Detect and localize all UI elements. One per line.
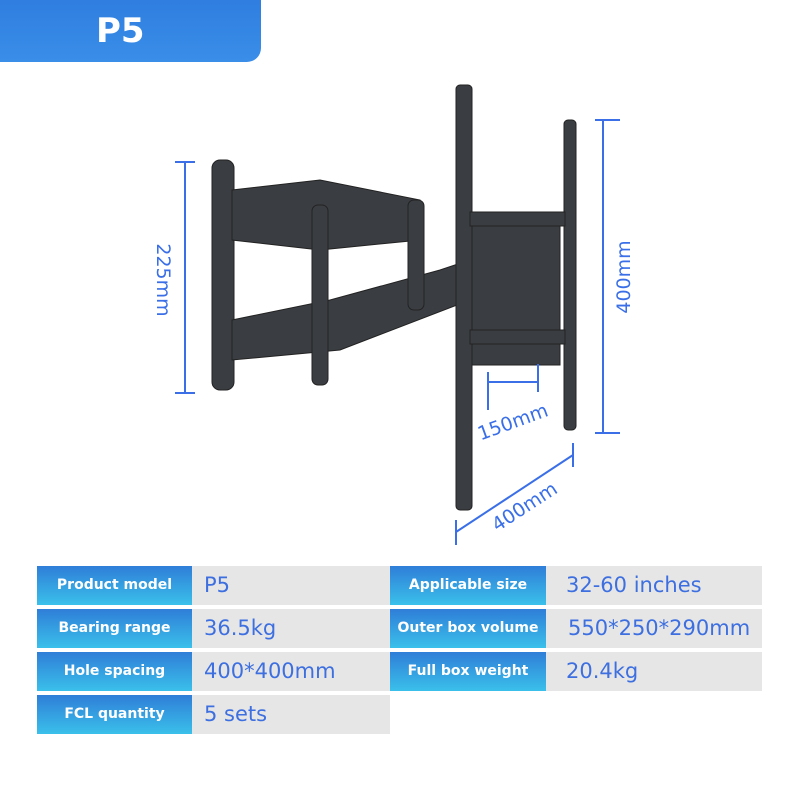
- arm-joint: [407, 199, 425, 311]
- horizontal-bar: [469, 211, 566, 227]
- spec-value: P5: [192, 566, 390, 605]
- plate-height-label: 400mm: [613, 240, 635, 313]
- spec-value: 550*250*290mm: [546, 609, 762, 648]
- spec-value: 32-60 inches: [546, 566, 762, 605]
- vertical-rail-right: [563, 119, 577, 431]
- tv-mount-illustration: 225mm 400mm 150mm 400mm: [152, 84, 635, 545]
- spec-value: 400*400mm: [192, 652, 390, 691]
- spec-value: 36.5kg: [192, 609, 390, 648]
- vertical-rail-left: [455, 84, 473, 511]
- inner-width-label: 150mm: [475, 399, 551, 445]
- horizontal-bar: [469, 329, 566, 345]
- spec-label: FCL quantity: [37, 695, 192, 734]
- lower-arm: [231, 259, 471, 361]
- spec-label: Full box weight: [390, 652, 546, 691]
- spec-value: 5 sets: [192, 695, 390, 734]
- spec-label: Applicable size: [390, 566, 546, 605]
- arm-joint: [311, 204, 329, 386]
- spec-label: Hole spacing: [37, 652, 192, 691]
- spec-label: Bearing range: [37, 609, 192, 648]
- arm-height-label: 225mm: [152, 243, 174, 316]
- wall-plate: [211, 159, 235, 391]
- spec-value: 20.4kg: [546, 652, 762, 691]
- spec-label: Product model: [37, 566, 192, 605]
- spec-label: Outer box volume: [390, 609, 546, 648]
- model-title-badge: P5: [0, 0, 261, 62]
